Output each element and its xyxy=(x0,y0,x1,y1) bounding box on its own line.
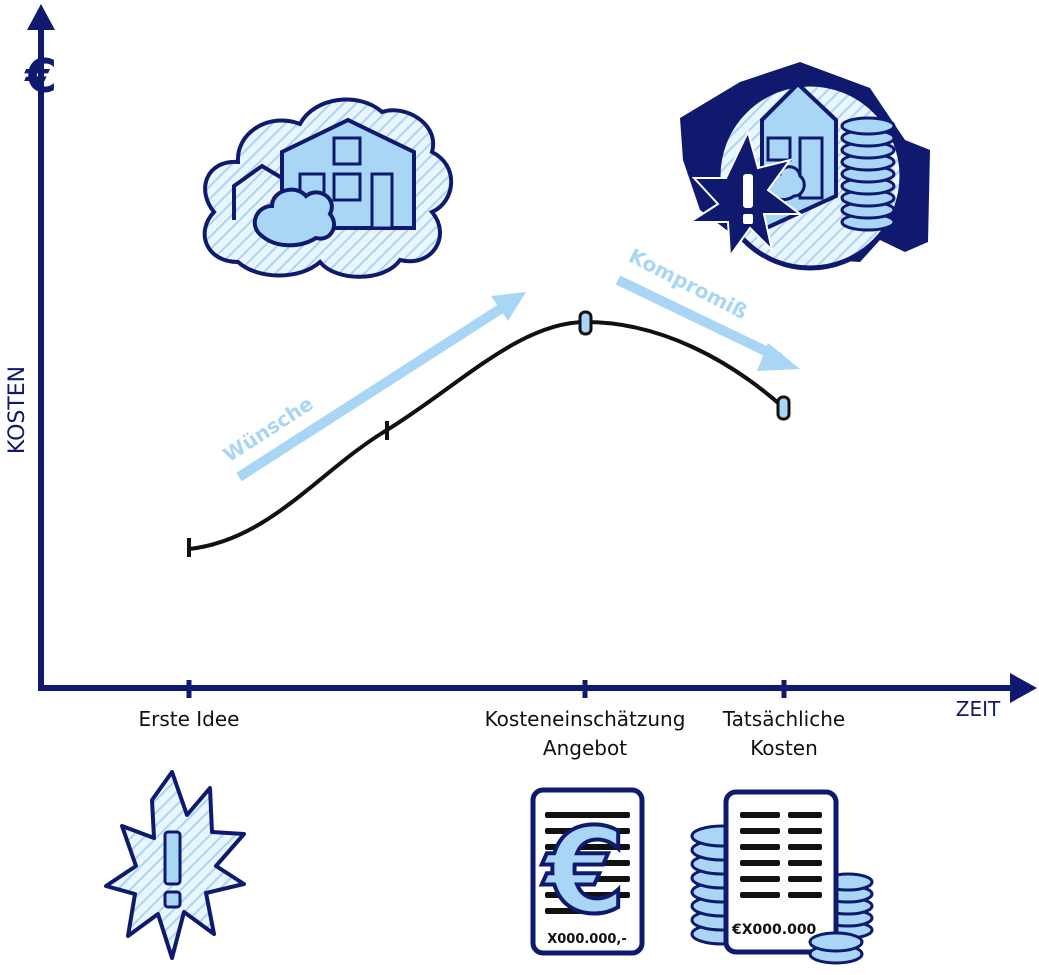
euro-sign-icon: € xyxy=(541,802,626,940)
milestone-label-line2: Kosten xyxy=(750,736,818,760)
x-axis-label: ZEIT xyxy=(956,697,1001,721)
invoice-amount: €X000.000 xyxy=(731,922,817,938)
curve-point-end xyxy=(776,395,791,421)
cost-curve xyxy=(187,310,791,557)
milestone-label-line1: Erste Idee xyxy=(138,707,240,731)
invoice-with-coins-icon: €X000.000 xyxy=(690,789,874,965)
y-axis-symbol: € xyxy=(24,49,57,103)
idea-alert-burst-icon xyxy=(104,770,246,960)
y-axis-label: KOSTEN xyxy=(5,366,30,454)
euro-estimate-document-icon: € X000.000,- xyxy=(530,787,645,956)
milestone-label-line2: Angebot xyxy=(542,736,628,760)
dream-house-cloud-icon xyxy=(202,97,454,279)
milestone-label-angebot: Kosteneinschätzung Angebot xyxy=(465,705,705,763)
milestone-label-line1: Kosteneinschätzung xyxy=(484,707,686,731)
curve-point-peak xyxy=(578,310,593,336)
x-axis-arrowhead xyxy=(1010,673,1037,703)
axes: € KOSTEN ZEIT xyxy=(5,4,1037,721)
house-with-coins-and-alert-icon xyxy=(680,62,930,271)
milestone-label-erste-idee: Erste Idee xyxy=(109,705,269,734)
y-axis-arrowhead xyxy=(27,4,55,30)
cost-curve-line xyxy=(188,319,786,551)
milestone-label-line1: Tatsächliche xyxy=(722,707,846,731)
milestone-label-tatsaechliche-kosten: Tatsächliche Kosten xyxy=(684,705,884,763)
wishes-arrow: Wünsche xyxy=(219,292,526,482)
estimate-amount: X000.000,- xyxy=(547,932,627,947)
